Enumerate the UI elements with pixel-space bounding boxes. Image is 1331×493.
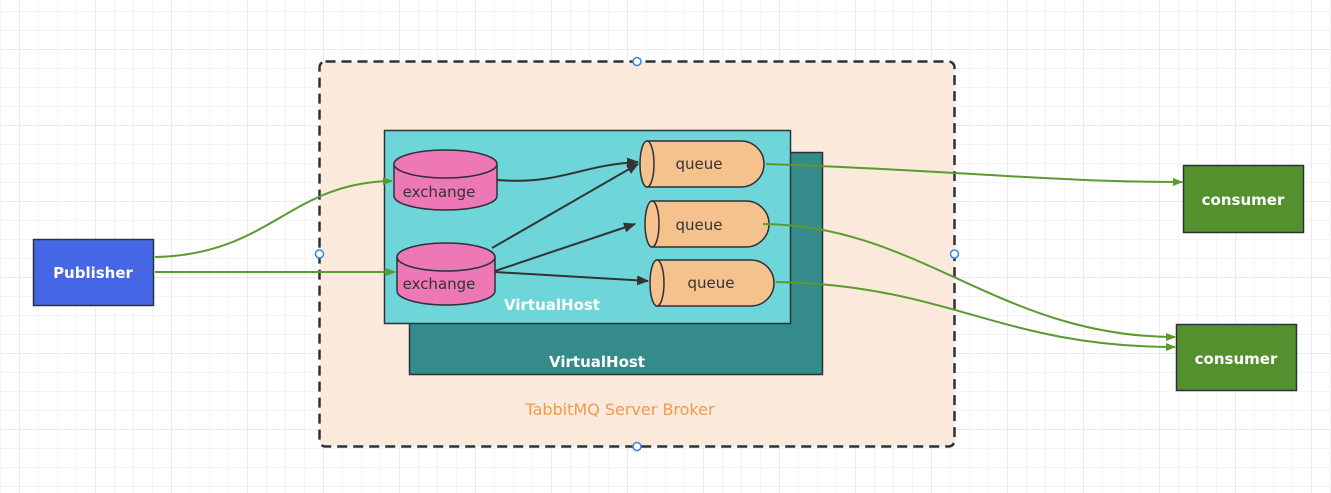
- publisher-node[interactable]: Publisher: [32, 238, 155, 307]
- selection-handles: [314, 56, 960, 452]
- exchange-1[interactable]: exchange: [393, 149, 498, 211]
- queue-3-label: queue: [688, 274, 735, 292]
- queue-3[interactable]: queue: [649, 259, 775, 307]
- publisher-label: Publisher: [53, 264, 133, 282]
- queue-2[interactable]: queue: [644, 200, 770, 248]
- resize-handle-bottom[interactable]: [632, 441, 642, 452]
- connector-queue3-consumer2[interactable]: [775, 281, 1176, 351]
- connector-queue2-consumer2[interactable]: [762, 223, 1176, 341]
- resize-handle-right[interactable]: [949, 249, 960, 259]
- consumer-node-1[interactable]: consumer: [1182, 164, 1305, 234]
- connector-publisher-exchange1[interactable]: [154, 177, 393, 258]
- exchange-2[interactable]: exchange: [396, 242, 496, 306]
- virtual-host-front-label: VirtualHost: [504, 296, 600, 314]
- connector-exchange2-queue1[interactable]: [491, 163, 639, 249]
- consumer-1-label: consumer: [1202, 191, 1285, 209]
- consumer-2-label: consumer: [1195, 350, 1278, 368]
- consumer-node-2[interactable]: consumer: [1175, 323, 1298, 392]
- broker-label: TabbitMQ Server Broker: [524, 400, 715, 419]
- virtual-host-back-label: VirtualHost: [549, 353, 645, 371]
- connector-queue1-consumer1[interactable]: [765, 163, 1183, 186]
- queue-1-label: queue: [676, 155, 723, 173]
- connector-exchange1-queue1[interactable]: [496, 157, 639, 182]
- resize-handle-left[interactable]: [314, 249, 325, 259]
- exchange-1-label: exchange: [403, 183, 476, 201]
- connector-exchange2-queue2[interactable]: [494, 222, 636, 272]
- connector-exchange2-queue3[interactable]: [494, 271, 649, 286]
- queue-2-label: queue: [676, 216, 723, 234]
- message-connectors: [154, 163, 1183, 351]
- resize-handle-top[interactable]: [632, 56, 642, 67]
- internal-connectors: [491, 157, 649, 286]
- queue-1[interactable]: queue: [639, 140, 765, 188]
- exchange-2-label: exchange: [403, 275, 476, 293]
